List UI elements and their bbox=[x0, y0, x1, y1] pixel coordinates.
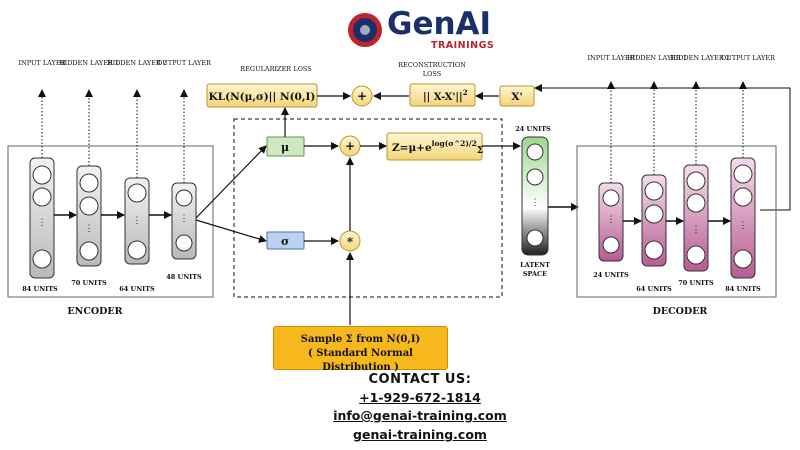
latent-label-2: SPACE bbox=[523, 270, 547, 278]
encoder-header-hidden1: HIDDEN LAYER 1 bbox=[59, 59, 119, 67]
latent-units: 24 UNITS bbox=[515, 125, 551, 133]
dec-units-2: 70 UNITS bbox=[678, 279, 714, 287]
reconstruction-loss-label-2: LOSS bbox=[423, 70, 441, 78]
decoder-header-input: INPUT LAYER bbox=[587, 54, 635, 62]
x-prime-label: X' bbox=[511, 91, 522, 103]
sample-box: Sample Σ from N(0,I) ( Standard Normal D… bbox=[273, 326, 448, 373]
logo-sub-text: TRAININGS bbox=[431, 40, 495, 51]
dec-units-0: 24 UNITS bbox=[593, 271, 629, 279]
logo-brand-text: GenAI bbox=[387, 6, 492, 42]
sigma-label: σ bbox=[281, 235, 289, 248]
sampling-region bbox=[233, 118, 503, 298]
encoder-layer-output: ⋮ bbox=[171, 182, 197, 260]
loss-sum-label: + bbox=[357, 89, 367, 103]
encoder-header-hidden2: HIDDEN LAYER 2 bbox=[107, 59, 167, 67]
encoder-layer-hidden1: ⋮ bbox=[76, 165, 102, 267]
recon-formula-exp: 2 bbox=[463, 88, 468, 97]
contact-heading: CONTACT US: bbox=[368, 372, 472, 387]
svg-text:⋮: ⋮ bbox=[180, 214, 189, 224]
decoder-layer-output: ⋮ bbox=[730, 157, 756, 279]
enc-units-1: 70 UNITS bbox=[71, 279, 107, 287]
decoder-header-hidden2: HIDDEN LAYER 2 bbox=[670, 54, 730, 62]
encoder-header-output: OUTPUT LAYER bbox=[157, 59, 212, 67]
svg-text:⋮: ⋮ bbox=[133, 216, 142, 226]
svg-text:⋮: ⋮ bbox=[531, 198, 540, 208]
dec-units-1: 64 UNITS bbox=[636, 285, 672, 293]
decoder-feedback-line bbox=[534, 84, 791, 211]
z-formula-base: Z=μ+e bbox=[392, 142, 432, 154]
contact-website-link[interactable]: genai-training.com bbox=[353, 427, 487, 442]
decoder-layer-hidden1 bbox=[641, 174, 667, 267]
svg-text:⋮: ⋮ bbox=[692, 225, 701, 235]
latent-space-layer: ⋮ bbox=[521, 136, 549, 256]
svg-text:⋮: ⋮ bbox=[38, 218, 47, 228]
enc-units-2: 64 UNITS bbox=[119, 285, 155, 293]
decoder-layer-input: ⋮ bbox=[598, 182, 624, 262]
decoder-layer-hidden2: ⋮ bbox=[683, 164, 709, 272]
dec-units-3: 84 UNITS bbox=[725, 285, 761, 293]
recon-formula: || X-X'||2 bbox=[423, 88, 468, 103]
kl-formula: KL(N(μ,σ)|| N(0,I) bbox=[209, 91, 316, 103]
sample-line-1: Sample Σ from N(0,I) bbox=[300, 334, 421, 345]
decoder-box bbox=[576, 145, 777, 298]
logo-mark-icon bbox=[348, 13, 382, 47]
sample-line-2: ( Standard Normal Distribution ) bbox=[308, 348, 413, 373]
loss-sum-node bbox=[351, 85, 373, 107]
mu-label: μ bbox=[281, 141, 289, 154]
enc-units-3: 48 UNITS bbox=[166, 273, 202, 281]
encoder-header-input: INPUT LAYER bbox=[18, 59, 66, 67]
svg-text:⋮: ⋮ bbox=[85, 224, 94, 234]
times-node-label: * bbox=[347, 235, 354, 249]
brand-logo: GenAI TRAININGS bbox=[345, 6, 495, 56]
svg-text:⋮: ⋮ bbox=[607, 215, 616, 225]
regularizer-loss-label: REGULARIZER LOSS bbox=[240, 65, 311, 73]
z-formula-tail: Σ bbox=[477, 146, 483, 156]
enc-units-0: 84 UNITS bbox=[22, 285, 58, 293]
recon-formula-text: || X-X'|| bbox=[423, 92, 463, 103]
contact-email-link[interactable]: info@genai-training.com bbox=[333, 408, 507, 423]
decoder-header-hidden1: HIDDEN LAYER 1 bbox=[627, 54, 687, 62]
contact-phone-link[interactable]: +1-929-672-1814 bbox=[359, 390, 481, 405]
latent-label-1: LATENT bbox=[520, 261, 550, 269]
decoder-header-output: OUTPUT LAYER bbox=[721, 54, 776, 62]
encoder-layer-hidden2: ⋮ bbox=[124, 177, 150, 265]
encoder-layer-input: ⋮ bbox=[29, 157, 55, 279]
enc-to-sigma-arrow bbox=[195, 219, 267, 243]
encoder-box bbox=[7, 145, 214, 298]
z-formula: Z=μ+elog(σ^2)/2Σ bbox=[392, 139, 483, 156]
decoder-title: DECODER bbox=[653, 306, 708, 317]
enc-to-mu-arrow bbox=[195, 145, 267, 219]
encoder-title: ENCODER bbox=[67, 306, 122, 317]
reconstruction-loss-label-1: RECONSTRUCTION bbox=[398, 61, 466, 69]
plus-node-label: + bbox=[345, 139, 355, 153]
enc-h0: INPUT LAYER bbox=[18, 59, 66, 67]
x-prime-box bbox=[499, 85, 535, 107]
svg-text:⋮: ⋮ bbox=[739, 221, 748, 231]
z-formula-exp: log(σ^2)/2 bbox=[432, 139, 477, 148]
